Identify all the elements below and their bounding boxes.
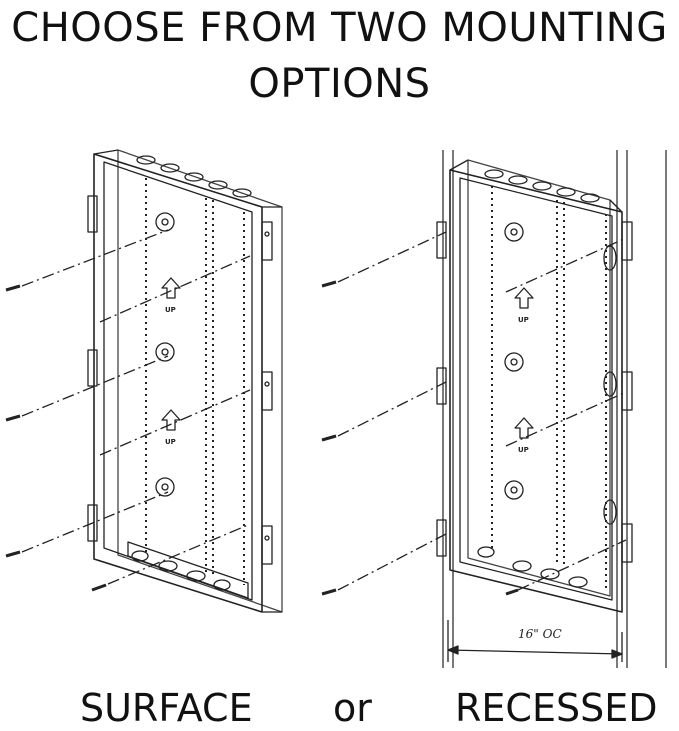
recessed-up-label-2: UP — [518, 446, 529, 454]
surface-mount-box — [87, 149, 283, 613]
surface-screws — [5, 229, 251, 592]
recessed-studs — [442, 150, 667, 668]
headline: CHOOSE FROM TWO MOUNTING OPTIONS — [11, 5, 668, 107]
recessed-mount-box — [436, 159, 633, 613]
option-separator: or — [333, 686, 372, 730]
recessed-screws — [321, 231, 627, 596]
stud-spacing-label: 16" OC — [518, 627, 562, 641]
surface-up-label-1: UP — [165, 306, 176, 314]
surface-option-label: SURFACE — [80, 686, 253, 730]
surface-up-label-2: UP — [165, 438, 176, 446]
recessed-up-label-1: UP — [518, 316, 529, 324]
stud-spacing-dimension — [447, 620, 623, 662]
recessed-option-label: RECESSED — [455, 686, 658, 730]
